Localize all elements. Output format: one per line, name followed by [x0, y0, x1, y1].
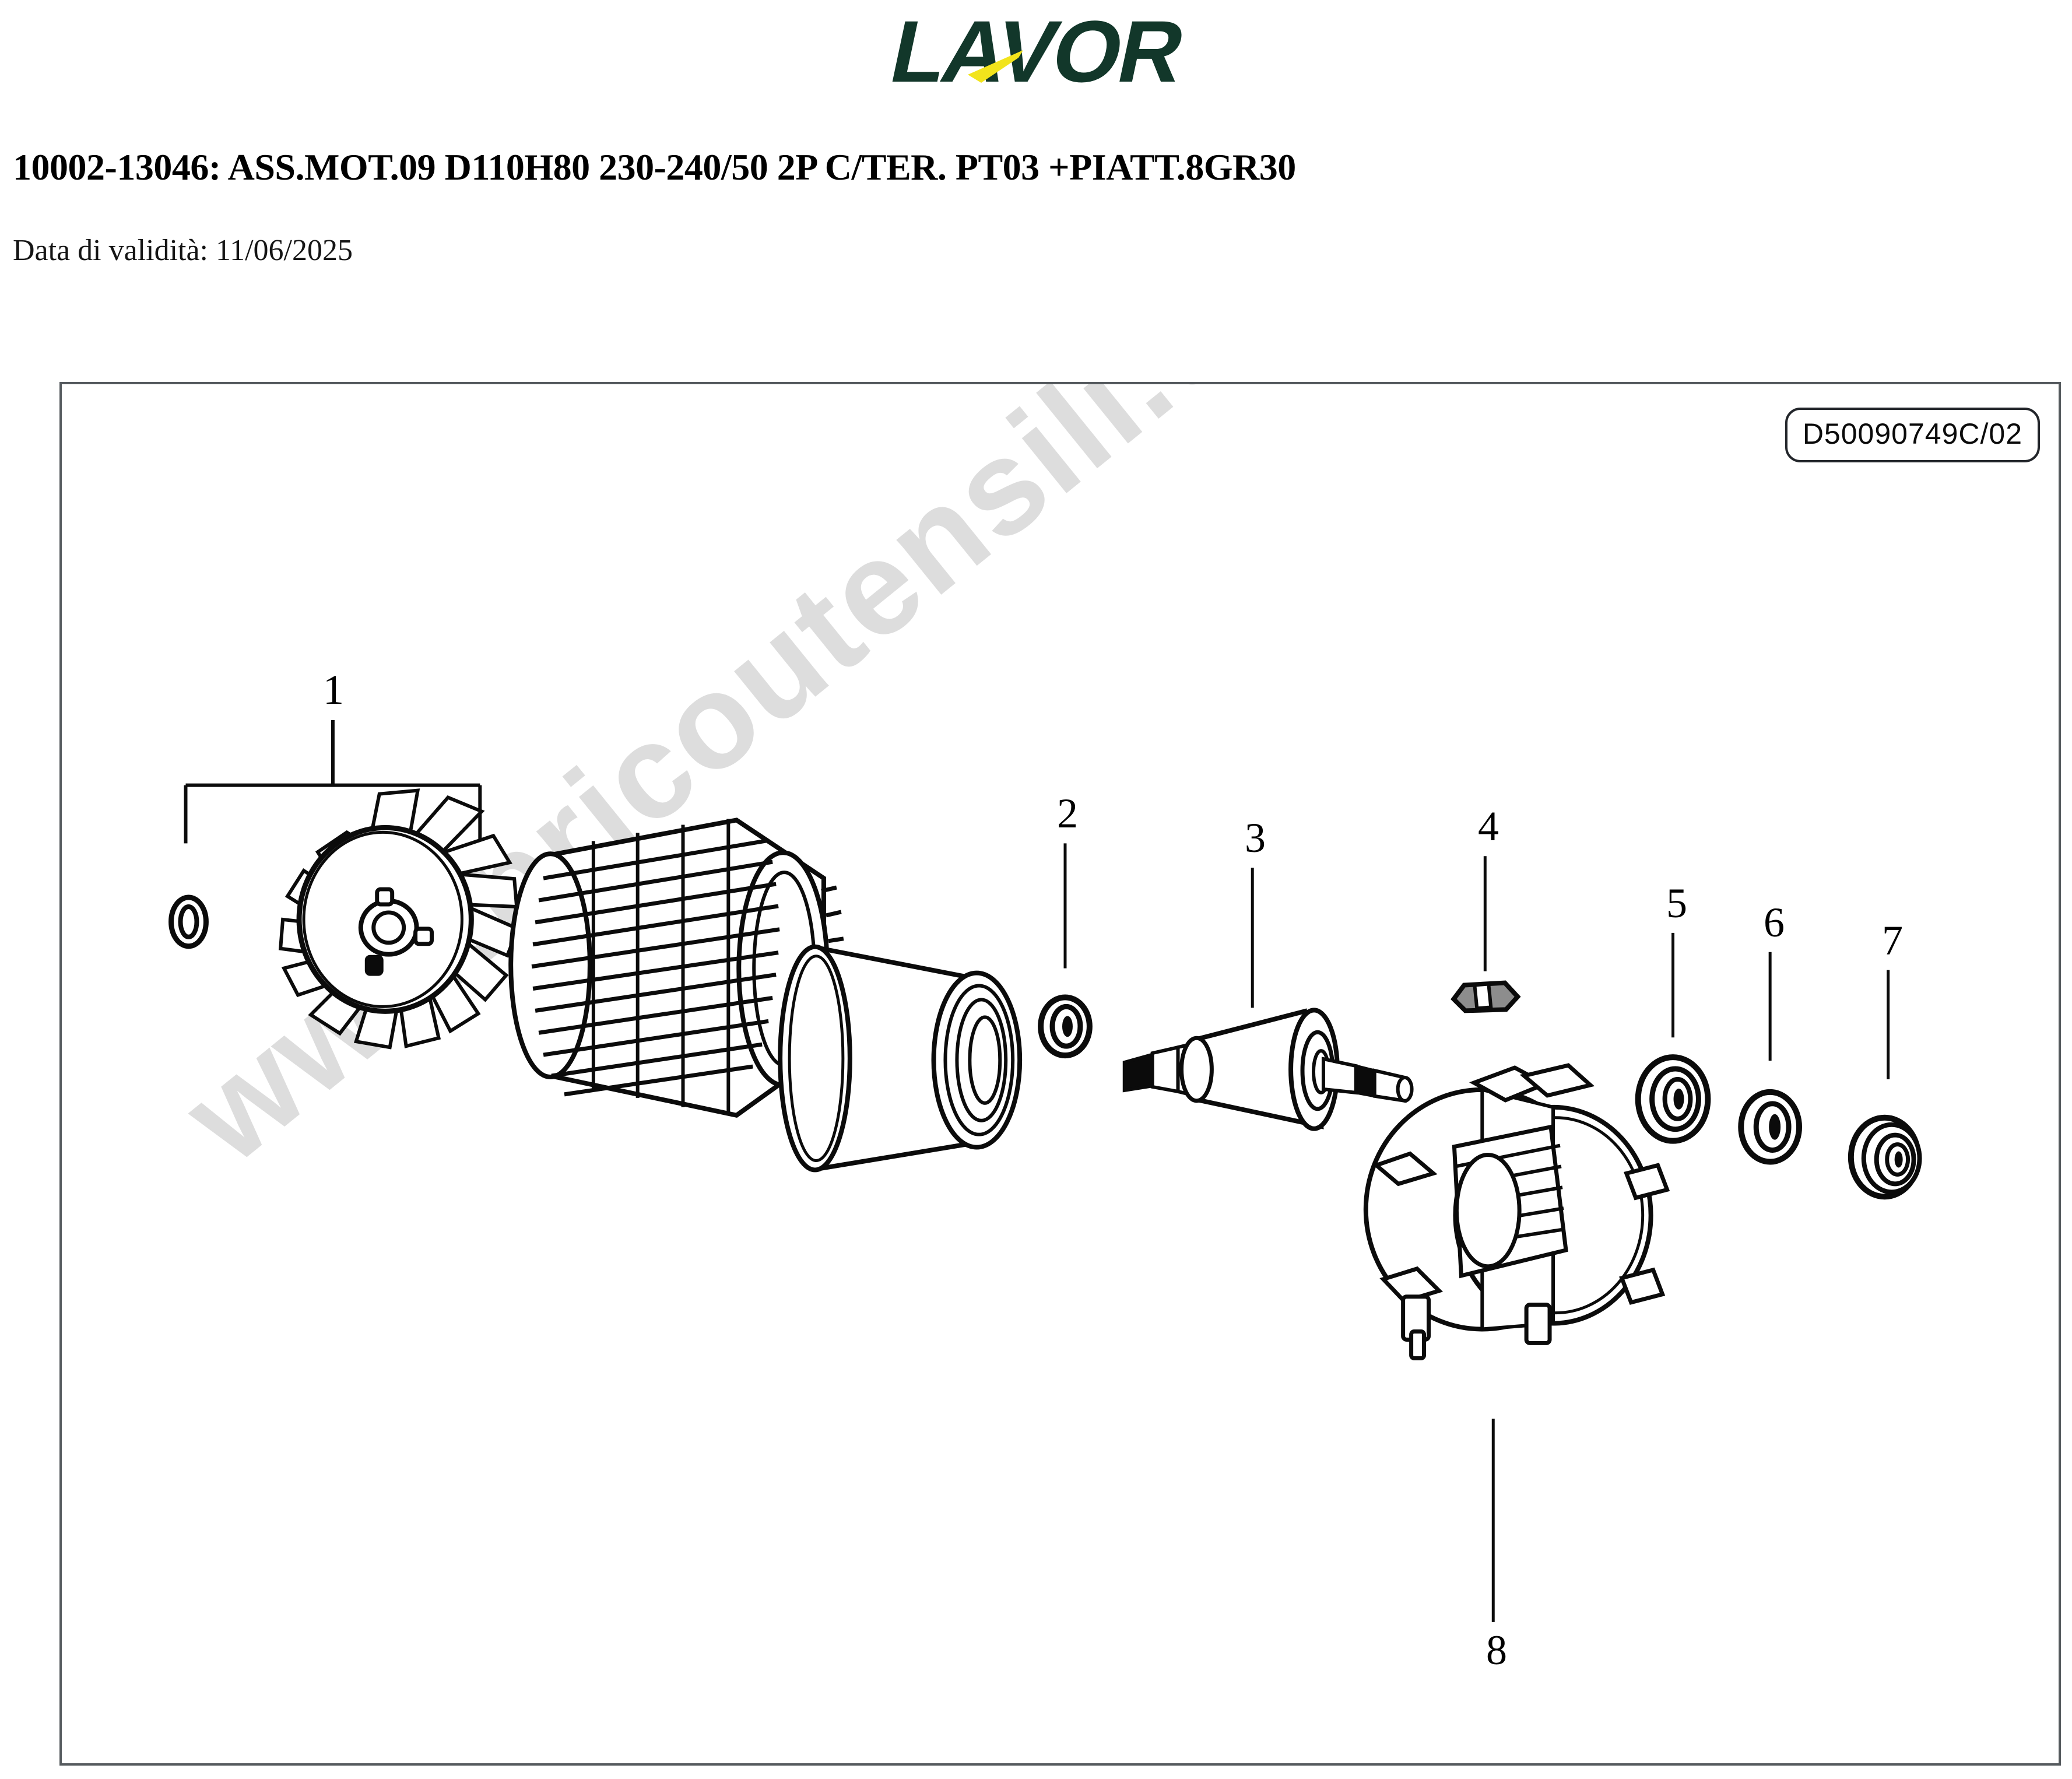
- callout-1: 1: [323, 666, 344, 713]
- callout-2: 2: [1057, 790, 1078, 837]
- part-ball-bearing: [1635, 1054, 1711, 1144]
- callout-8: 8: [1486, 1627, 1507, 1673]
- diagram-frame: www.bricoutensili.com D50090749C/02: [59, 382, 2061, 1766]
- callout-4: 4: [1478, 803, 1499, 850]
- header-logo-area: LAVOR: [0, 0, 2072, 122]
- part-washer-ring: [1738, 1089, 1803, 1165]
- part-motor-housing-sleeve: [778, 944, 1023, 1173]
- part-retaining-clip: [1451, 980, 1521, 1013]
- drawing-code-badge: D50090749C/02: [1785, 408, 2040, 462]
- part-shaft-seal: [1848, 1114, 1922, 1200]
- callout-7: 7: [1882, 917, 1903, 964]
- part-rotor-armature-shaft: [1122, 1008, 1414, 1131]
- lavor-logo: LAVOR: [883, 3, 1192, 100]
- lavor-logo-text: LAVOR: [883, 3, 1192, 100]
- callout-5: 5: [1666, 880, 1687, 927]
- exploded-parts-drawing: [168, 720, 1922, 1622]
- part-washer-oring: [168, 894, 209, 949]
- callout-3: 3: [1245, 815, 1266, 861]
- lightning-bolt-icon: [968, 50, 1023, 83]
- validity-date: Data di validità: 11/06/2025: [13, 234, 353, 267]
- callout-6: 6: [1764, 899, 1785, 946]
- page-title: 10002-13046: ASS.MOT.09 D110H80 230-240/…: [13, 146, 1296, 188]
- part-end-bell-housing: [1363, 1063, 1670, 1360]
- part-cooling-fan-impeller: [278, 788, 521, 1050]
- part-bearing-seal-ring: [1038, 994, 1093, 1059]
